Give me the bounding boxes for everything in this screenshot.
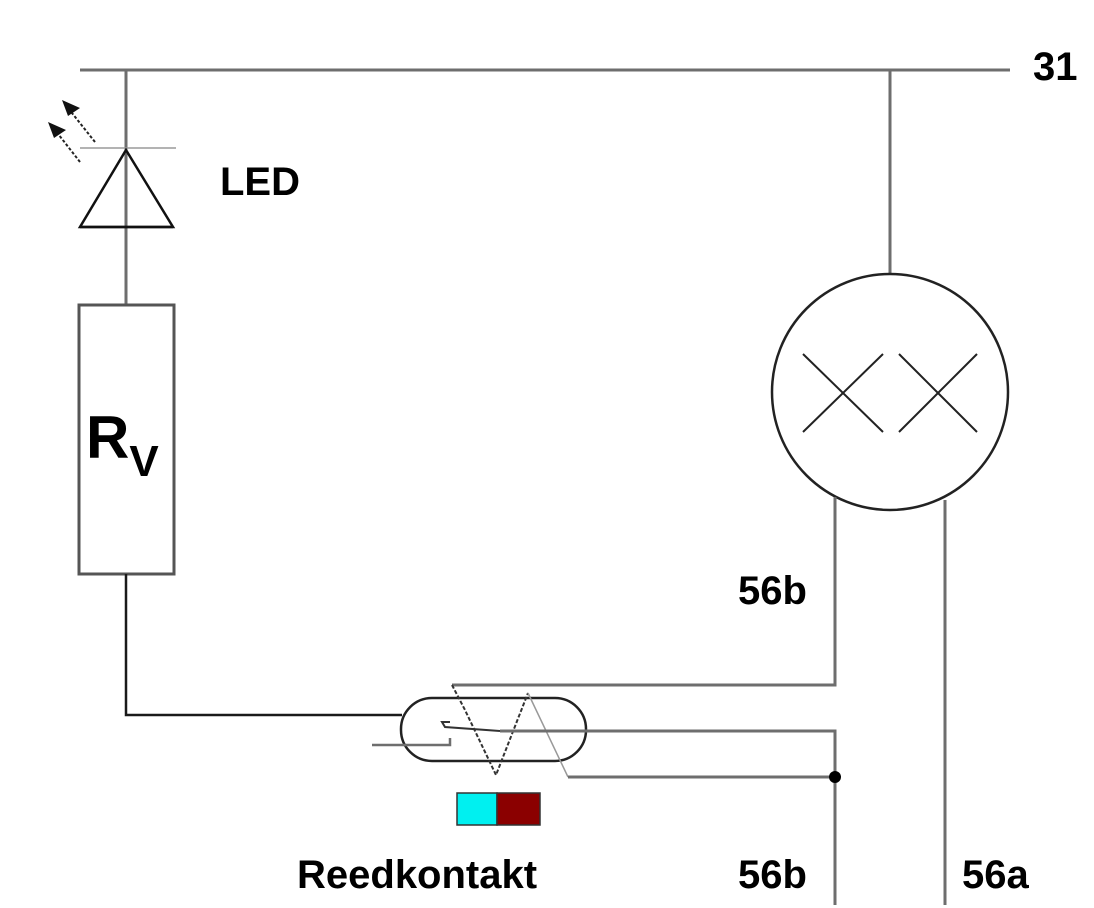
resistor-to-reed-wire [124,574,402,717]
dual-filament-lamp-icon [770,272,1010,512]
lamp-56b-wire [452,497,837,687]
led-label: LED [220,160,300,204]
terminal-31-label: 31 [1033,45,1078,89]
terminal-56b-lower-label: 56b [738,853,807,897]
reed-output-56b-wire [500,729,837,905]
magnet-icon [456,792,541,826]
light-emission-arrows-icon [48,100,96,163]
resistor-label: RV [86,404,159,486]
junction-dot [829,771,841,783]
terminal-56a-label: 56a [962,853,1029,897]
reed-contact-label: Reedkontakt [297,853,537,897]
magnet-north-pole [456,792,498,826]
magnet-south-pole [496,792,541,826]
terminal-56b-upper-label: 56b [738,569,807,613]
led-icon [77,147,176,229]
